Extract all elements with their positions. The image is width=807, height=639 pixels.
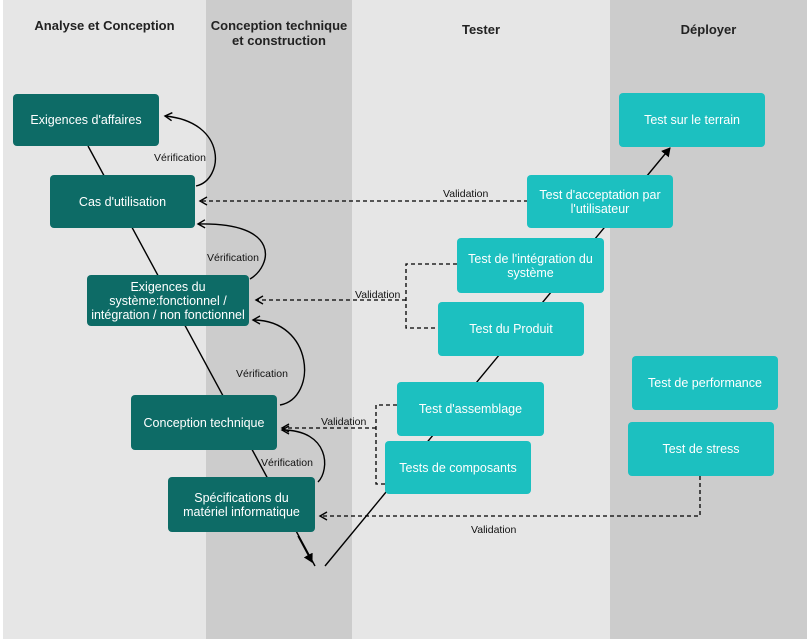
lane-title-conception: Conception technique et construction [210,18,348,48]
validation-line-2 [256,263,457,329]
box-tests-composants[interactable]: Tests de composants [385,441,531,494]
lane-title-analyse: Analyse et Conception [34,18,175,33]
label-verification-1: Vérification [154,152,206,164]
box-cas-utilisation[interactable]: Cas d'utilisation [50,175,195,228]
box-conception-technique[interactable]: Conception technique [131,395,277,450]
verification-curve-2 [196,219,267,280]
v-bottom-arrow [297,535,313,563]
label-verification-2: Vérification [207,252,259,264]
validation-line-3 [282,404,397,485]
lane-title-tester: Tester [461,22,501,37]
label-validation-2: Validation [355,289,401,301]
label-validation-1: Validation [443,188,489,200]
box-exigences-systeme[interactable]: Exigences du système:fonctionnel / intég… [87,275,249,326]
verification-curve-4 [280,425,326,483]
box-test-assemblage[interactable]: Test d'assemblage [397,382,544,436]
box-specifications-materiel[interactable]: Spécifications du matériel informatique [168,477,315,532]
label-validation-3: Validation [321,416,367,428]
label-verification-4: Vérification [261,457,313,469]
box-test-acceptation[interactable]: Test d'acceptation par l'utilisateur [527,175,673,228]
box-test-produit[interactable]: Test du Produit [438,302,584,356]
lane-title-deployer: Déployer [680,22,737,37]
box-exigences-affaires[interactable]: Exigences d'affaires [13,94,159,146]
verification-curve-3 [251,315,306,406]
box-test-stress[interactable]: Test de stress [628,422,774,476]
verification-curve-1 [163,112,216,187]
box-test-performance[interactable]: Test de performance [632,356,778,410]
label-validation-4: Validation [471,524,517,536]
box-test-integration[interactable]: Test de l'intégration du système [457,238,604,293]
label-verification-3: Vérification [236,368,288,380]
box-test-terrain[interactable]: Test sur le terrain [619,93,765,147]
